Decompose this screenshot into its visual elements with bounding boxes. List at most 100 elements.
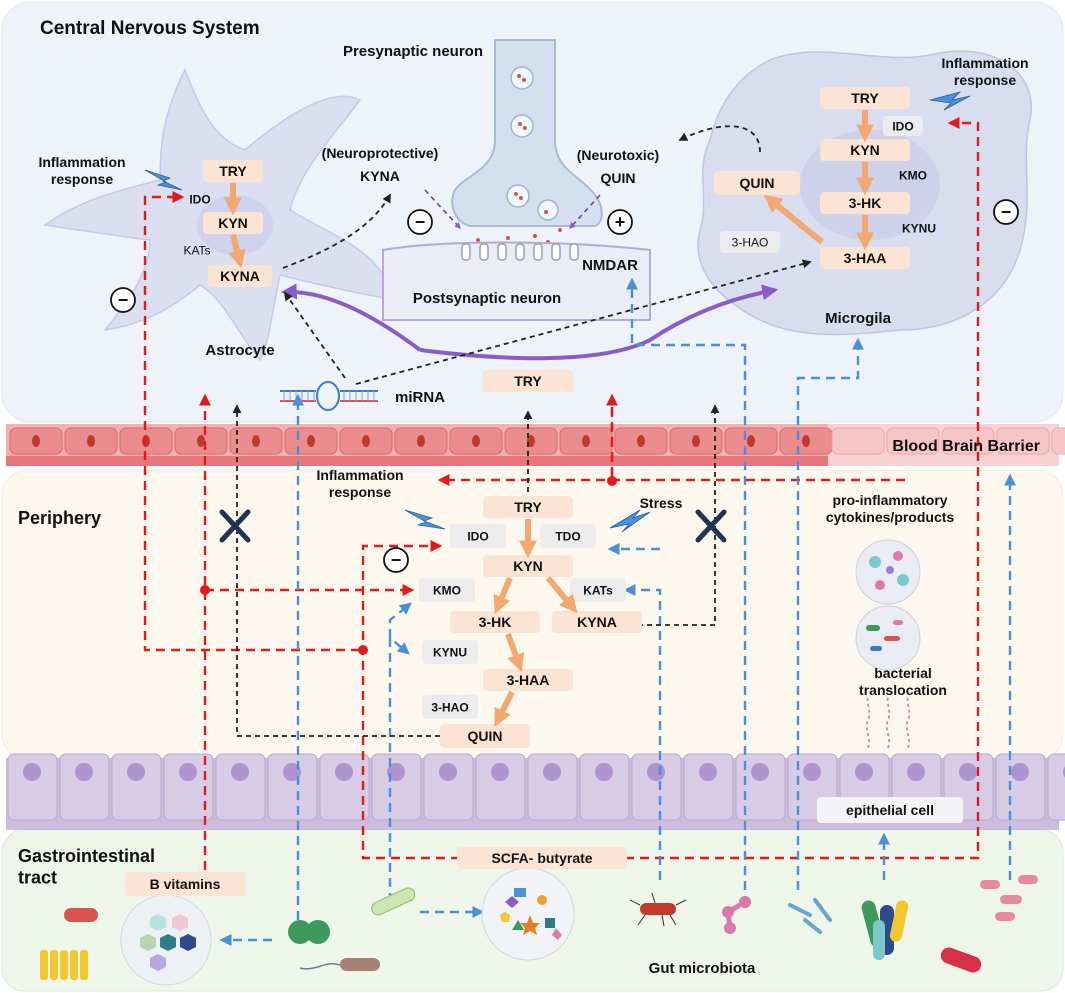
node-microglia-path-kyn: KYN xyxy=(820,139,910,161)
node-label: QUIN xyxy=(468,728,503,744)
blue-branched xyxy=(788,898,832,934)
node-label: KMO xyxy=(433,583,461,597)
label-synapse-quin: QUIN xyxy=(601,170,636,186)
conversion-arrow xyxy=(763,194,824,245)
label-cells-postsynaptic: Postsynaptic neuron xyxy=(413,290,561,307)
node-label: KMO xyxy=(899,168,927,182)
metabolite-circle xyxy=(481,867,575,961)
blue-pathways xyxy=(219,277,1016,946)
node-right-panel-epithelial: epithelial cell xyxy=(817,797,963,823)
node-astrocyte-path-kats: KATs xyxy=(183,243,210,257)
label-synapse-neuroprotective: (Neuroprotective) xyxy=(322,145,439,161)
black-pathways xyxy=(232,125,812,737)
conversion-arrow xyxy=(494,690,515,727)
node-periphery-path-kyn: KYN xyxy=(483,555,573,577)
regulation-symbol: − xyxy=(993,199,1019,225)
node-label: KATs xyxy=(583,583,613,597)
node-label: KATs xyxy=(183,243,210,257)
label-gi-microbiota: Gut microbiota xyxy=(649,960,756,977)
node-label: QUIN xyxy=(740,175,775,191)
label-regions-cns: Central Nervous System xyxy=(40,18,260,39)
svg-text:−: − xyxy=(1001,202,1012,222)
node-label: 3-HAO xyxy=(732,235,769,249)
conversion-arrow xyxy=(493,576,513,614)
node-astrocyte-path-kyna: KYNA xyxy=(208,265,272,287)
node-microglia-path-haa: 3-HAA xyxy=(820,247,910,269)
svg-text:−: − xyxy=(415,212,426,232)
node-microglia-path-hao: 3-HAO xyxy=(720,231,780,253)
node-microglia-path-hk: 3-HK xyxy=(820,192,910,214)
label-cells-astrocyte: Astrocyte xyxy=(205,342,274,359)
blood-brain-barrier xyxy=(6,424,1065,466)
node-periphery-path-kynu: KYNU xyxy=(422,640,478,664)
label-periphery-path-stress: Stress xyxy=(640,495,683,511)
node-gi-scfa: SCFA- butyrate xyxy=(457,847,627,869)
node-periphery-path-hk: 3-HK xyxy=(450,611,540,633)
node-label: TDO xyxy=(555,529,580,543)
node-periphery-path-ido: IDO xyxy=(450,524,506,548)
bacteria-circle xyxy=(855,605,921,671)
label-cells-presynaptic: Presynaptic neuron xyxy=(343,43,483,60)
node-label: 3-HAA xyxy=(507,672,550,688)
node-microglia-path-kynu: KYNU xyxy=(902,221,936,235)
node-astrocyte-path-kyn: KYN xyxy=(203,212,263,234)
node-label: IDO xyxy=(892,119,913,133)
label-cells-mirna: miRNA xyxy=(395,389,445,406)
synaptic-vesicles xyxy=(506,66,559,221)
conversion-arrow xyxy=(228,234,246,269)
node-label: TRY xyxy=(514,499,542,515)
svg-text:−: − xyxy=(118,290,129,310)
node-label: KYN xyxy=(850,142,880,158)
lightning-icons xyxy=(144,91,971,533)
pink-rods xyxy=(980,875,1038,921)
blocked-x-right xyxy=(695,509,727,543)
node-label: TRY xyxy=(851,90,879,106)
translocation-squiggles xyxy=(865,695,911,749)
gut-microbiota-icons xyxy=(40,867,1038,986)
node-label: TRY xyxy=(219,163,247,179)
svg-text:+: + xyxy=(615,212,626,232)
node-periphery-path-hao: 3-HAO xyxy=(422,695,478,719)
node-periphery-path-kats: KATs xyxy=(570,578,626,602)
node-label: 3-HK xyxy=(849,195,882,211)
red-pathways xyxy=(143,117,980,870)
node-label: KYN xyxy=(513,558,543,574)
regulation-symbol: + xyxy=(607,209,633,235)
node-microglia-path-quin: QUIN xyxy=(714,171,800,195)
label-regions-periphery: Periphery xyxy=(18,508,101,528)
green-cocci xyxy=(288,920,330,944)
conversion-arrow xyxy=(505,632,525,673)
purple-arc-left xyxy=(280,283,422,352)
nmda-receptors xyxy=(461,243,579,261)
label-cells-nmdar: NMDAR xyxy=(582,257,638,274)
regulation-symbol: − xyxy=(407,209,433,235)
mirna-hairpin xyxy=(280,381,378,411)
label-regions-bbb: Blood Brain Barrier xyxy=(892,438,1040,455)
node-microglia-path-kmo: KMO xyxy=(899,168,927,182)
svg-text:−: − xyxy=(391,550,402,570)
mixed-rods xyxy=(861,900,909,960)
postsynaptic-neuron xyxy=(382,241,651,321)
node-label: B vitamins xyxy=(150,876,221,892)
label-synapse-kyna: KYNA xyxy=(360,168,400,184)
node-periphery-path-kmo: KMO xyxy=(419,578,475,602)
regulation-symbol: − xyxy=(110,287,136,313)
conversion-arrow xyxy=(545,576,578,614)
node-label: KYNA xyxy=(577,614,617,630)
node-label: KYNU xyxy=(433,645,467,659)
node-label: IDO xyxy=(189,192,210,206)
vitamin-hexagons xyxy=(120,894,212,986)
node-periphery-path-try: TRY xyxy=(483,496,573,518)
pink-chain xyxy=(722,896,751,934)
regulation-symbol: − xyxy=(383,547,409,573)
node-periphery-path-haa: 3-HAA xyxy=(483,669,573,691)
node-astrocyte-path-try: TRY xyxy=(203,160,263,182)
spiky-bacterium xyxy=(629,892,687,927)
blocked-x-left xyxy=(219,509,251,543)
